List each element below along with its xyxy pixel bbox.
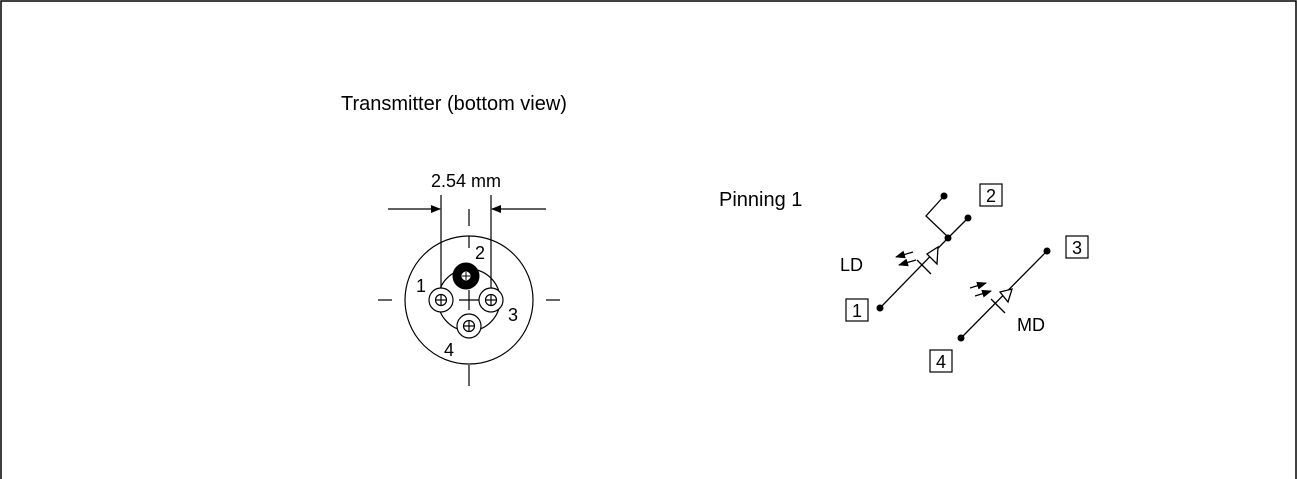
laser-diode-terminals <box>876 192 972 312</box>
pinning-box-2: 2 <box>979 183 1003 207</box>
pinning-box-4: 4 <box>929 349 953 373</box>
pin-1 <box>428 287 454 313</box>
pin-number-2: 2 <box>475 243 485 263</box>
pin-number-1: 1 <box>416 276 426 296</box>
pinning-box-1: 1 <box>845 298 869 322</box>
svg-text:4: 4 <box>936 352 946 372</box>
figure-title: Transmitter (bottom view) <box>341 93 567 115</box>
svg-text:1: 1 <box>852 301 862 321</box>
monitor-diode-circuit <box>960 250 1048 339</box>
package-outline <box>404 235 534 365</box>
monitor-diode-terminals <box>957 247 1051 342</box>
package-bottom-view <box>378 195 560 386</box>
pin-4 <box>456 313 482 339</box>
laser-emission-arrows <box>895 250 917 267</box>
pin-3 <box>478 287 504 313</box>
monitor-diode-label: MD <box>1017 315 1045 335</box>
pin-2 <box>452 262 480 290</box>
pin-number-4: 4 <box>444 340 454 360</box>
pinning-label: Pinning 1 <box>719 189 802 211</box>
laser-diode-circuit <box>879 195 969 309</box>
laser-diode-label: LD <box>840 255 863 275</box>
pitch-label: 2.54 mm <box>431 171 501 191</box>
svg-text:3: 3 <box>1072 238 1082 258</box>
pinning-box-3: 3 <box>1065 235 1089 259</box>
pins <box>428 287 504 339</box>
pin-number-3: 3 <box>508 305 518 325</box>
monitor-incident-arrows <box>969 281 992 298</box>
svg-text:2: 2 <box>986 186 996 206</box>
